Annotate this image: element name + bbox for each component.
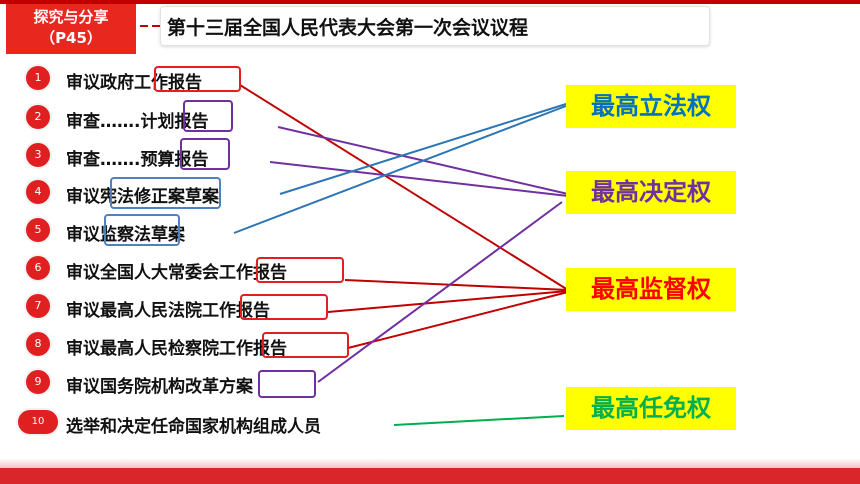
item-number-badge: 5 bbox=[26, 218, 50, 242]
highlight-box-purple bbox=[183, 100, 233, 132]
link-item9-decision bbox=[317, 201, 563, 383]
page-title: 第十三届全国人民代表大会第一次会议议程 bbox=[167, 17, 529, 39]
highlight-box-red bbox=[262, 332, 349, 358]
item-text: 审议国务院机构改革方案 bbox=[66, 377, 253, 397]
section-tag-line1: 探究与分享 bbox=[33, 8, 109, 26]
link-item6-supervision bbox=[344, 279, 569, 291]
power-label: 最高监督权 bbox=[591, 275, 711, 303]
power-box-legislation: 最高立法权 bbox=[566, 85, 736, 128]
top-accent-line bbox=[0, 0, 860, 4]
link-item7-supervision bbox=[327, 290, 569, 313]
highlight-box-red bbox=[154, 66, 241, 92]
item-number-badge: 1 bbox=[26, 66, 50, 90]
title-box: 第十三届全国人民代表大会第一次会议议程 bbox=[160, 6, 710, 46]
link-item8-supervision bbox=[347, 291, 569, 349]
highlight-box-purple bbox=[180, 138, 230, 170]
item-number-badge: 3 bbox=[26, 143, 50, 167]
bottom-accent-bar bbox=[0, 458, 860, 484]
tag-connector bbox=[140, 25, 148, 27]
item-text: 选举和决定任命国家机构组成人员 bbox=[66, 417, 321, 437]
item-number-badge: 6 bbox=[26, 256, 50, 280]
link-item10-appointment bbox=[393, 415, 565, 426]
title-dash bbox=[152, 25, 160, 27]
item-text: 审查…….计划报告 bbox=[66, 112, 209, 132]
item-number-badge: 4 bbox=[26, 180, 50, 204]
power-label: 最高任免权 bbox=[591, 394, 711, 422]
highlight-box-blue bbox=[104, 214, 180, 246]
item-number-badge: 9 bbox=[26, 370, 50, 394]
item-text: 审议政府工作报告 bbox=[66, 73, 202, 93]
power-label: 最高决定权 bbox=[591, 178, 711, 206]
highlight-box-red bbox=[240, 294, 328, 320]
power-box-appointment: 最高任免权 bbox=[566, 387, 736, 430]
highlight-box-blue bbox=[110, 177, 221, 209]
item-text: 审议全国人大常委会工作报告 bbox=[66, 263, 287, 283]
highlight-box-purple bbox=[258, 370, 316, 398]
link-item4-legislation bbox=[279, 103, 567, 195]
item-text: 审查…….预算报告 bbox=[66, 150, 209, 170]
item-text: 审议最高人民法院工作报告 bbox=[66, 301, 270, 321]
power-box-decision: 最高决定权 bbox=[566, 171, 736, 214]
link-item1-supervision bbox=[239, 84, 569, 291]
section-tag: 探究与分享 （P45） bbox=[6, 4, 136, 54]
item-number-badge: 2 bbox=[26, 105, 50, 129]
power-box-supervision: 最高监督权 bbox=[566, 268, 736, 311]
link-item5-legislation bbox=[233, 105, 567, 234]
item-number-badge: 7 bbox=[26, 294, 50, 318]
item-text: 审议监察法草案 bbox=[66, 225, 185, 245]
item-number-badge: 8 bbox=[26, 332, 50, 356]
power-label: 最高立法权 bbox=[591, 92, 711, 120]
highlight-box-red bbox=[256, 257, 344, 283]
item-number-badge: 10 bbox=[18, 410, 58, 434]
item-text: 审议最高人民检察院工作报告 bbox=[66, 339, 287, 359]
item-text: 审议宪法修正案草案 bbox=[66, 187, 219, 207]
section-tag-line2: （P45） bbox=[40, 29, 102, 47]
link-item3-decision bbox=[269, 161, 569, 197]
